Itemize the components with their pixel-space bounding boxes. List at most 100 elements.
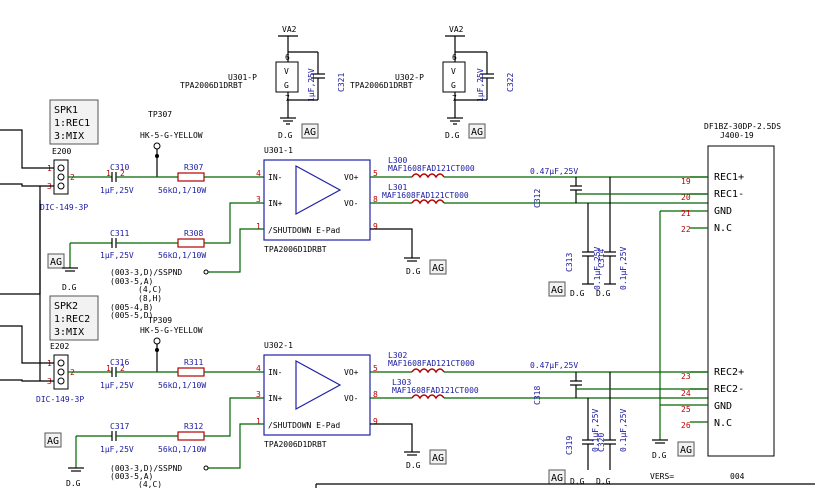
ground-label: D.G — [406, 461, 421, 470]
pin-number: 25 — [681, 405, 691, 414]
jack-part: DIC-149-3P — [40, 203, 88, 212]
resistor-ref: R307 — [184, 163, 203, 172]
pin-number: 22 — [681, 225, 691, 234]
svg-text:4: 4 — [256, 364, 261, 373]
resistor-ref: R312 — [184, 422, 203, 431]
cap-value: 1μF,25V — [100, 251, 134, 260]
spk2-block: SPK2 1:REC2 3:MIX E202 1 2 3 DIC-149-3P … — [0, 200, 203, 404]
pin-label: IN- — [268, 173, 282, 182]
version-number: 004 — [730, 472, 745, 481]
cap-value: 0.47μF,25V — [530, 361, 578, 370]
svg-text:3: 3 — [256, 390, 261, 399]
ag-label: AG — [680, 445, 692, 456]
ground-label: D.G — [570, 289, 585, 298]
pin-number: 6 — [285, 53, 290, 62]
testpoint-ref: TP307 — [148, 110, 172, 119]
inductor-part: MAF1608FAD121CT000 — [388, 164, 475, 173]
pin-name: REC2+ — [714, 367, 744, 378]
svg-text:3: 3 — [256, 195, 261, 204]
resistor-ref: R311 — [184, 358, 203, 367]
opamp-triangle — [295, 359, 342, 411]
power-rail-label: VA2 — [282, 25, 297, 34]
testpoint-part: HK-5-G-YELLOW — [140, 131, 203, 140]
cap-value: 1μF,25V — [100, 186, 134, 195]
cap-ref: C311 — [110, 229, 129, 238]
cap-ref: C318 — [533, 386, 542, 405]
component-part: TPA2006D1DRBT — [350, 81, 413, 90]
connector-part: DF1BZ-30DP-2.5DS — [704, 122, 781, 131]
connector-pin-row: 26 N.C — [681, 418, 732, 430]
cap-value: 1μF,25V — [100, 445, 134, 454]
jack-ref: E202 — [50, 342, 69, 351]
pin-number: 20 — [681, 193, 691, 202]
pin-number: 21 — [681, 209, 691, 218]
resistor — [177, 431, 205, 441]
ground-label: D.G — [652, 451, 667, 460]
pin-number: 26 — [681, 421, 691, 430]
component-part: TPA2006D1DRBT — [180, 81, 243, 90]
inductor — [411, 394, 445, 400]
regulator-box — [442, 61, 466, 93]
pin-number: 24 — [681, 389, 691, 398]
regulator-box — [275, 61, 299, 93]
connector-ref: J400-19 — [720, 131, 754, 140]
net-ref: (4,C) — [138, 285, 162, 294]
ag-tag — [301, 123, 319, 139]
resistor-value: 56kΩ,1/10W — [158, 251, 206, 260]
pin-label: VO+ — [344, 173, 359, 182]
cap-ref: C313 — [565, 253, 574, 272]
testpoint — [153, 337, 161, 345]
svg-text:8: 8 — [373, 390, 378, 399]
connector-pin-row: 25 GND — [660, 401, 732, 414]
pin-number: 6 — [452, 53, 457, 62]
title-block: VERS= 004 — [315, 472, 815, 488]
pin-label: G — [451, 81, 456, 90]
jack-ref: E200 — [52, 147, 71, 156]
pin-label: G — [284, 81, 289, 90]
cap-ref: C320 — [597, 433, 606, 452]
amp1-block: 1 2 C310 1μF,25V R307 56kΩ,1/10W AG D.G … — [47, 146, 708, 320]
ground-label: D.G — [596, 289, 611, 298]
ag-label: AG — [432, 263, 444, 274]
connector-pin-row: 23 REC2+ — [681, 367, 744, 381]
sspnd-net: (003-3,D)/SSPND — [110, 464, 182, 473]
resistor — [177, 172, 205, 182]
svg-text:1: 1 — [106, 169, 111, 178]
ag-label: AG — [47, 436, 59, 447]
pin-label: IN+ — [268, 199, 283, 208]
net-ref: (005-5,D) — [110, 311, 153, 320]
spk2-line2: 3:MIX — [54, 327, 84, 338]
svg-text:1: 1 — [106, 364, 111, 373]
ag-label: AG — [551, 473, 563, 484]
capacitor-value: 1μF,25V — [476, 68, 485, 102]
cap-ref: C310 — [110, 163, 129, 172]
capacitor-value: 1μF,25V — [307, 68, 316, 102]
ag-label: AG — [551, 285, 563, 296]
opamp-triangle — [295, 164, 342, 216]
inductor-part: MAF1608FAD121CT000 — [392, 386, 479, 395]
sspnd-net: (003-3,D)/SSPND — [110, 268, 182, 277]
cap-ref: C316 — [110, 358, 129, 367]
cap-ref: C312 — [533, 189, 542, 208]
pin-label: /SHUTDOWN E-Pad — [268, 226, 340, 235]
cap-ref: C319 — [565, 436, 574, 455]
net-ref: (003-5,A) — [110, 277, 153, 286]
version-label: VERS= — [650, 472, 674, 481]
spk2-label-box — [49, 295, 99, 341]
spk2-line1: 1:REC2 — [54, 314, 90, 325]
resistor-value: 56kΩ,1/10W — [158, 186, 206, 195]
ground-label: D.G — [278, 131, 293, 140]
connector-j400: DF1BZ-30DP-2.5DS J400-19 19 REC1+ 20 REC… — [576, 122, 781, 460]
svg-text:1: 1 — [256, 222, 261, 231]
capacitor-ref: C321 — [337, 73, 346, 92]
pin-number: 23 — [681, 372, 691, 381]
ground-label: D.G — [66, 479, 81, 488]
pin-name: REC1+ — [714, 172, 744, 183]
net-ref: (003-5,A) — [110, 472, 153, 481]
testpoint-ref: TP309 — [148, 316, 172, 325]
inductor-ref: L301 — [388, 183, 407, 192]
inductor-ref: L303 — [392, 378, 411, 387]
amp-part: TPA2006D1DRBT — [264, 245, 327, 254]
spk1-line2: 3:MIX — [54, 131, 84, 142]
